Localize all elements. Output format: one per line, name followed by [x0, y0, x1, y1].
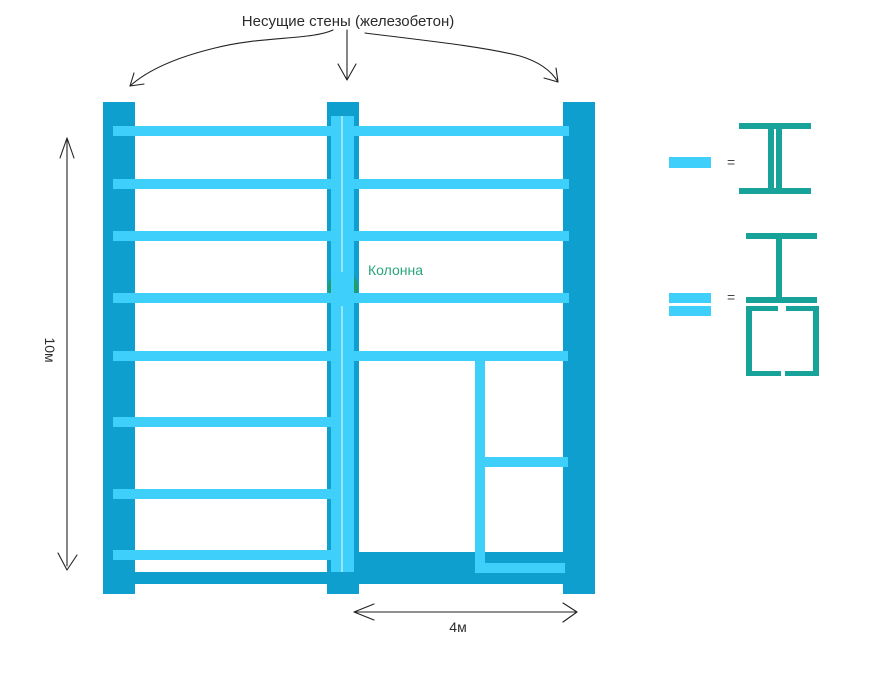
- height-dimension-label: 10м: [42, 337, 58, 362]
- legend-equals-1: =: [727, 154, 735, 170]
- legend-equals-2: =: [727, 289, 735, 305]
- column-beam-row: [328, 293, 357, 303]
- width-dimension-right-arrow: [562, 602, 578, 623]
- width-dimension: 4м: [353, 602, 578, 635]
- middle-double-beam: [331, 116, 354, 572]
- beam-left-8: [113, 550, 333, 560]
- height-dimension-top-arrow: [59, 137, 75, 159]
- arrow-right-head: [543, 67, 559, 83]
- bottom-wall-strip: [103, 572, 595, 584]
- load-bearing-walls-label: Несущие стены (железобетон): [242, 13, 454, 30]
- arrow-left-head: [129, 72, 145, 87]
- wall-pointer-arrows: [129, 29, 559, 87]
- column: Колонна: [328, 262, 423, 306]
- beam-right-bottom: [475, 563, 565, 573]
- beam-right-vertical: [475, 353, 485, 572]
- middle-double-beam-body: [331, 116, 354, 572]
- left-wall: [103, 102, 135, 594]
- height-dimension: 10м: [42, 137, 78, 571]
- i-beam-with-channel-box-icon: [746, 233, 819, 376]
- width-dimension-label: 4м: [449, 619, 466, 635]
- legend-double-beam-swatch-bottom: [669, 306, 711, 316]
- arrow-right: [364, 32, 559, 83]
- arrow-left: [129, 29, 334, 87]
- column-label: Колонна: [368, 262, 423, 278]
- arrow-middle: [337, 29, 357, 81]
- beam-left-6: [113, 417, 333, 427]
- beam-left-7: [113, 489, 333, 499]
- width-dimension-left-arrow: [353, 603, 375, 621]
- legend-single-beam-swatch: [669, 157, 711, 168]
- legend: = =: [669, 123, 819, 376]
- height-dimension-bottom-arrow: [57, 552, 78, 571]
- right-wall: [563, 102, 595, 594]
- beam-right-middle: [484, 457, 568, 467]
- legend-double-beam-swatch-top: [669, 293, 711, 303]
- i-beam-icon: [739, 123, 811, 194]
- middle-double-beam-split: [341, 116, 343, 572]
